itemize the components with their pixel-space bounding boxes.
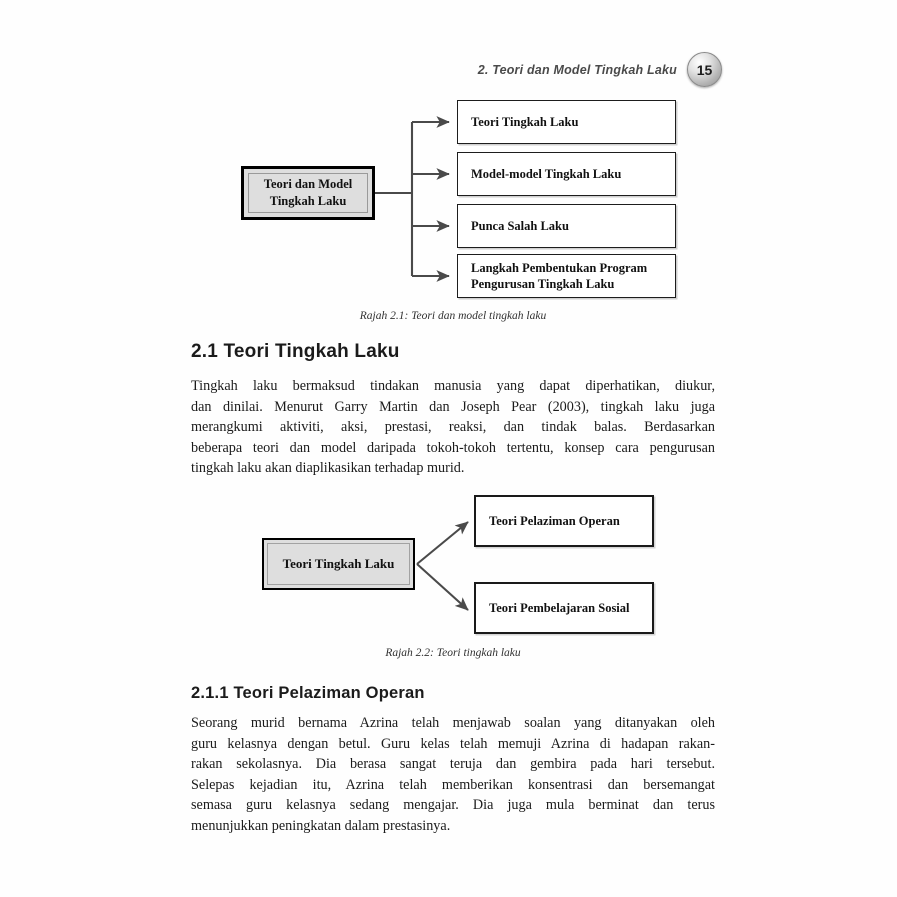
paragraph-line: semasa guru kelasnya sedang mengajar. Di…: [191, 797, 715, 814]
figure-2-connectors: [416, 521, 469, 611]
paragraph-line: Tingkah laku bermaksud tindakan manusia …: [191, 378, 715, 394]
figure-1-child-label-2: Model-model Tingkah Laku: [471, 166, 622, 181]
figure-2-child-label-2: Teori Pembelajaran Sosial: [489, 600, 630, 615]
figure-1-child-node-4: Langkah Pembentukan Program Pengurusan T…: [457, 254, 676, 298]
heading-section-2-1-1: 2.1.1 Teori Pelaziman Operan: [191, 684, 425, 702]
figure-1-child-node-1: Teori Tingkah Laku: [457, 100, 676, 144]
figure-2-root-label: Teori Tingkah Laku: [282, 556, 395, 571]
figure-1-root-label: Teori dan Model Tingkah Laku: [264, 176, 352, 210]
paragraph-line: merangkumi aktiviti, aksi, prestasi, rea…: [191, 419, 715, 436]
paragraph-line: Selepas kejadian itu, Azrina telah membe…: [191, 776, 715, 793]
figure-1-child-label-3: Punca Salah Laku: [471, 218, 569, 233]
heading-section-2-1: 2.1 Teori Tingkah Laku: [191, 341, 400, 362]
page-number-badge: 15: [687, 52, 722, 87]
running-header: 2. Teori dan Model Tingkah Laku 15: [478, 52, 722, 87]
figure-1-child-node-3: Punca Salah Laku: [457, 204, 676, 248]
paragraph-line: rakan sekolasnya. Dia berasa sangat teru…: [191, 756, 715, 773]
figure-1-root-label-line-2: Tingkah Laku: [269, 194, 347, 208]
paragraph-line: menunjukkan peningkatan dalam prestasiny…: [191, 817, 451, 834]
figure-1-root-label-line-1: Teori dan Model: [263, 177, 353, 192]
paragraph-section-2-1: Tingkah laku bermaksud tindakan manusia …: [191, 376, 715, 479]
paragraph-line: tingkah laku akan diaplikasikan terhadap…: [191, 460, 465, 477]
figure-2-root-node: Teori Tingkah Laku: [262, 538, 415, 590]
paragraph-line: beberapa teori dan model daripada tokoh-…: [191, 439, 715, 456]
figure-2-diagram: Teori Tingkah Laku Teori Pelaziman Opera…: [191, 492, 715, 637]
figure-2-child-label-1: Teori Pelaziman Operan: [489, 513, 620, 528]
figure-1-child-label-4-line-2: Pengurusan Tingkah Laku: [471, 277, 615, 291]
figure-1-diagram: Teori dan Model Tingkah Laku Teori Tingk…: [191, 96, 715, 301]
figure-2-caption: Rajah 2.2: Teori tingkah laku: [385, 647, 521, 659]
paragraph-line: guru kelasnya dengan betul. Guru kelas t…: [191, 735, 715, 752]
figure-1-root-node: Teori dan Model Tingkah Laku: [241, 166, 375, 220]
figure-2-child-node-1: Teori Pelaziman Operan: [474, 495, 654, 547]
figure-1-child-node-2: Model-model Tingkah Laku: [457, 152, 676, 196]
figure-1-child-label-4-line-1: Langkah Pembentukan Program: [471, 260, 648, 275]
figure-1-caption: Rajah 2.1: Teori dan model tingkah laku: [359, 310, 547, 322]
figure-1-child-label-4: Langkah Pembentukan Program Pengurusan T…: [471, 260, 647, 293]
running-header-title: 2. Teori dan Model Tingkah Laku: [477, 62, 677, 77]
figure-2-child-node-2: Teori Pembelajaran Sosial: [474, 582, 654, 634]
figure-1-child-label-1: Teori Tingkah Laku: [471, 114, 579, 129]
paragraph-line: Seorang murid bernama Azrina telah menja…: [191, 715, 715, 731]
paragraph-section-2-1-1: Seorang murid bernama Azrina telah menja…: [191, 713, 715, 837]
figure-1-connectors: [375, 116, 450, 282]
paragraph-line: dan dinilai. Menurut Garry Martin dan Jo…: [191, 398, 715, 415]
